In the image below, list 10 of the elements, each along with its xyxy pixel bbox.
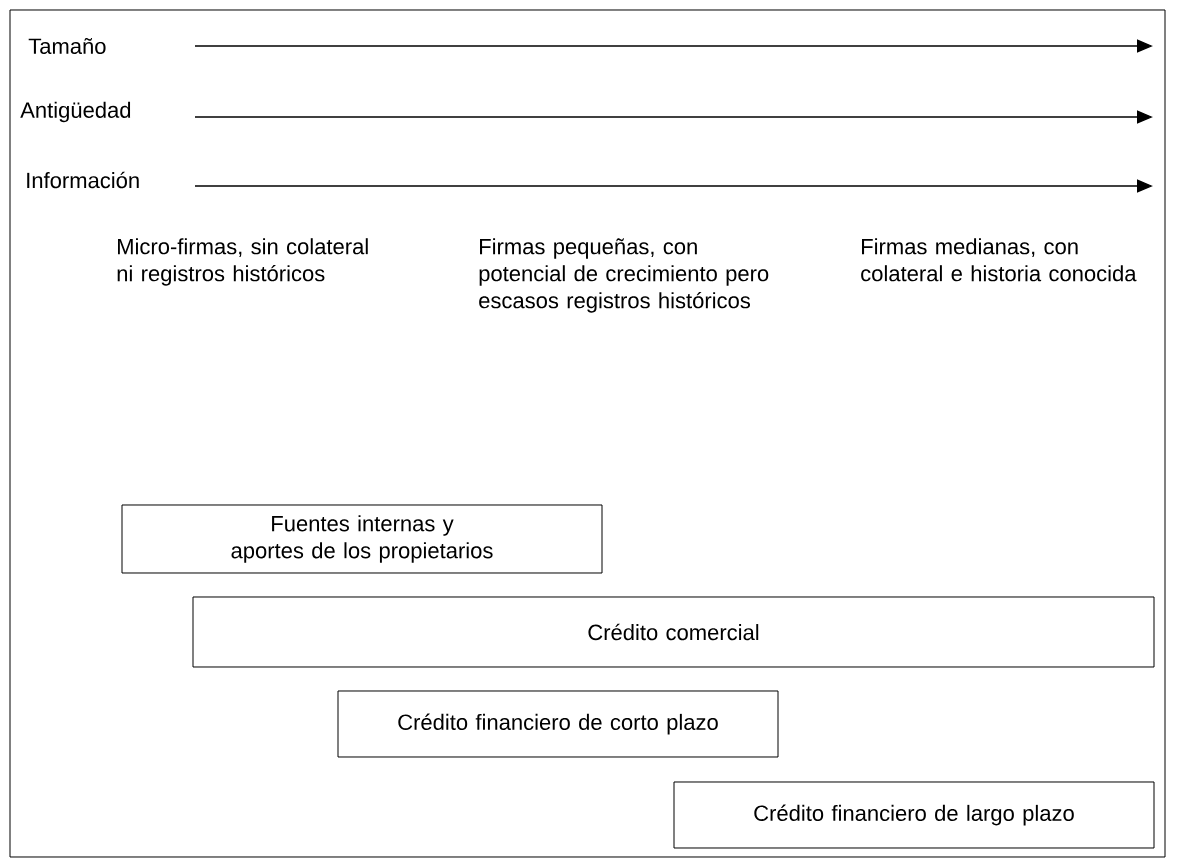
- financing-box: Crédito financiero de largo plazo: [673, 781, 1155, 849]
- financing-box: Crédito financiero de corto plazo: [337, 690, 779, 758]
- axis-label: Antigüedad: [20, 101, 131, 123]
- category-label: Firmas pequeñas, con potencial de crecimiento pero escasos registros históricos: [479, 238, 769, 313]
- category-label: Firmas medianas, con colateral e historia conocida: [861, 238, 1137, 282]
- axis-label: Tamaño: [28, 38, 106, 54]
- axis-label: Información: [27, 171, 139, 189]
- financing-box: Crédito comercial: [192, 596, 1155, 668]
- category-label: Micro-firmas, sin colateral ni registros históricos: [117, 238, 368, 286]
- financing-box: Fuentes internas y aportes de los propietarios: [121, 504, 603, 574]
